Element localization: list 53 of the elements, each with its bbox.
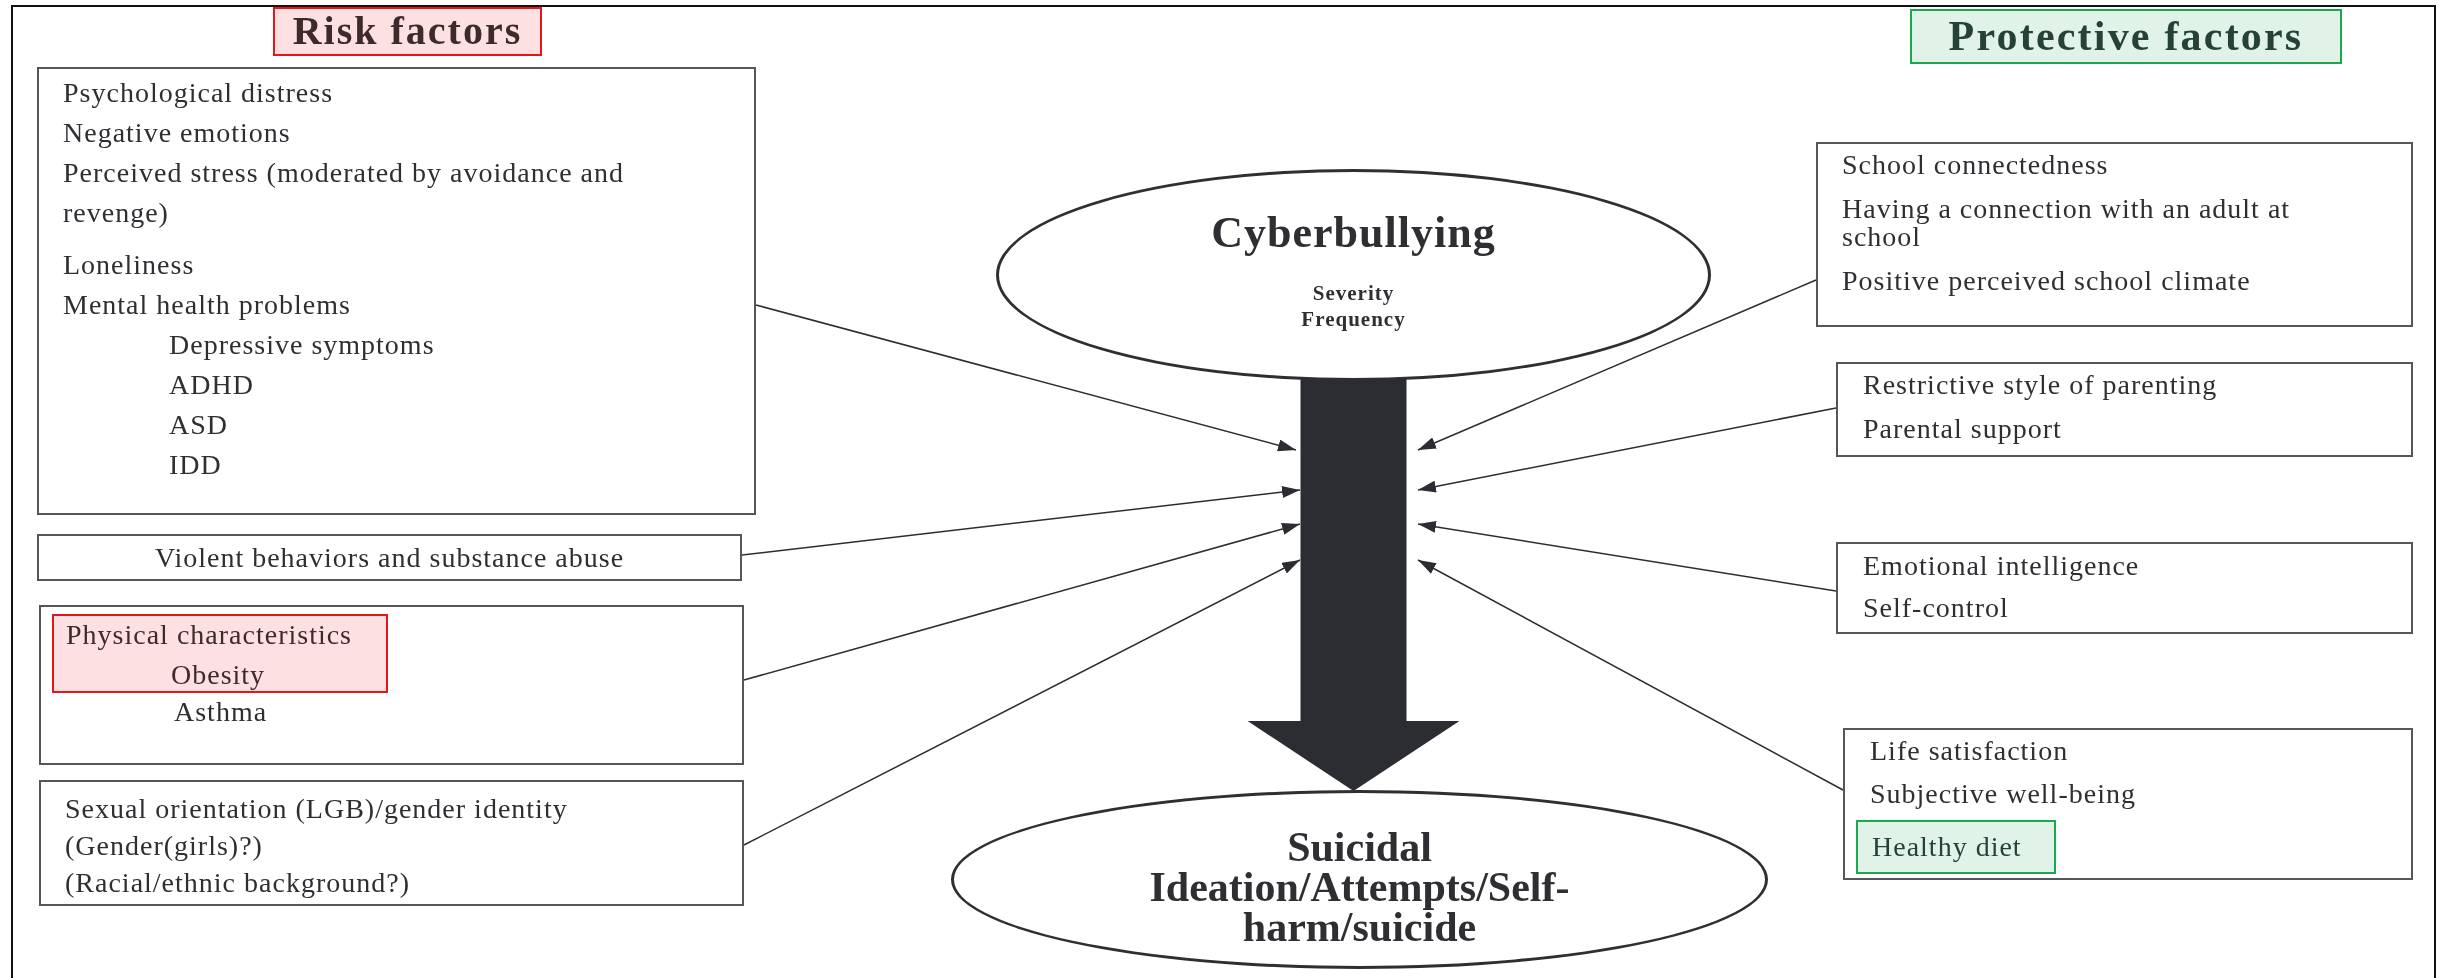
factor-text: Obesity <box>171 658 266 692</box>
highlight-box <box>52 614 388 693</box>
factor-text: Asthma <box>174 695 268 729</box>
arrow <box>741 486 1301 556</box>
ellipse-text: Severity <box>1312 280 1395 306</box>
factor-text: Having a connection with an adult at school <box>1842 195 2292 251</box>
factor-text: IDD <box>169 448 222 482</box>
factor-text: Loneliness <box>63 248 195 282</box>
factor-text: Mental health problems <box>63 288 351 322</box>
arrow <box>755 304 1297 452</box>
factor-text: Negative emotions <box>63 116 291 150</box>
arrow <box>1417 520 1837 592</box>
factor-text: Life satisfaction <box>1870 734 2069 768</box>
heading-text: Risk factors <box>292 9 523 53</box>
arrow <box>1417 279 1817 451</box>
factor-text: Emotional intelligence <box>1863 549 2140 583</box>
factor-text: School connectedness <box>1842 151 2109 179</box>
factor-text: Sexual orientation (LGB)/gender identity <box>65 792 568 826</box>
factor-text: Positive perceived school climate <box>1842 267 2251 295</box>
factor-text: Perceived stress (moderated by avoidance and revenge) <box>63 156 625 230</box>
factor-text: Healthy diet <box>1872 830 2022 864</box>
heading-box <box>1910 9 2342 64</box>
ellipse-text: Suicidal Ideation/Attempts/Self-harm/suicide <box>1148 827 1571 947</box>
factor-text: Physical characteristics <box>66 618 352 652</box>
factor-text: Parental support <box>1863 412 2062 446</box>
arrow <box>743 559 1301 846</box>
factor-box <box>1836 542 2413 634</box>
factor-text: Psychological distress <box>63 76 334 110</box>
heading-box <box>273 7 542 56</box>
factor-text: ADHD <box>169 368 254 402</box>
thick-arrow <box>1247 379 1460 791</box>
arrow <box>1417 407 1837 493</box>
factor-text: Depressive symptoms <box>169 328 435 362</box>
ellipse-text: Cyberbullying <box>1211 207 1496 259</box>
factor-box <box>1836 362 2413 457</box>
factor-text: ASD <box>169 408 228 442</box>
factor-box <box>37 534 742 581</box>
factor-box <box>1843 728 2413 880</box>
arrow <box>743 523 1301 681</box>
factor-box <box>39 605 744 765</box>
factor-text: Restrictive style of parenting <box>1863 368 2218 402</box>
arrow <box>1417 559 1844 791</box>
factor-box <box>1816 142 2413 327</box>
factor-text: Violent behaviors and substance abuse <box>154 541 625 575</box>
factor-box <box>37 67 756 515</box>
factor-text: (Racial/ethnic background?) <box>65 866 410 900</box>
factor-text: Subjective well-being <box>1870 777 2136 811</box>
highlight-box <box>1856 820 2056 874</box>
factor-text: (Gender(girls)?) <box>65 829 263 863</box>
ellipse-text: Frequency <box>1301 306 1406 332</box>
factor-box <box>39 780 744 906</box>
heading-text: Protective factors <box>1948 12 2304 61</box>
factor-text: Self-control <box>1863 591 2009 625</box>
